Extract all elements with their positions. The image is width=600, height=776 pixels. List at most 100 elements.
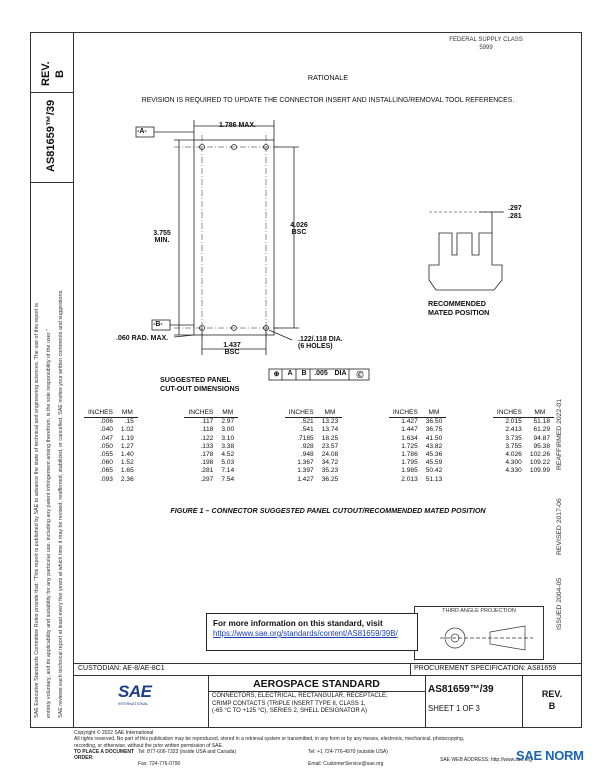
table-cell: 1.634 [401,434,418,442]
table-cell: 95.38 [533,442,550,450]
table-cell: 3.38 [221,442,235,450]
table-cell: .521 [300,418,314,426]
table-cell: 36.75 [425,426,443,434]
supply-class-note: FEDERAL SUPPLY CLASS 5999 [449,37,523,51]
height-dimension-min: 3.755 MIN. [153,230,171,244]
table-cell: 45.36 [425,451,443,459]
table-cell: 3.00 [221,426,235,434]
table-cell: 2.413 [505,426,522,434]
procurement-spec: PROCUREMENT SPECIFICATION: AS81659 [414,665,557,672]
table-cell: 94.87 [533,434,550,442]
document-title: CONNECTORS, ELECTRICAL, RECTANGULAR, REC… [212,693,388,714]
table-row [493,476,554,484]
footer: Copyright © 2022 SAE International All r… [74,730,465,768]
panel-cutout-drawing [135,120,504,381]
watermark: SAE NORM [516,748,584,763]
table-cell: 1.65 [120,467,134,475]
table-cell: 1.367 [297,459,314,467]
table-cell: 2.97 [221,418,235,426]
table-header: MM [421,409,447,419]
table-cell: .928 [300,442,314,450]
side-disclaimer-2: entirely voluntary, and its applicabilit… [46,329,52,718]
table-cell: .178 [200,451,214,459]
table-cell: .122 [200,434,214,442]
left-rev-label: REV. [40,61,52,86]
docnum-box-divider [30,182,74,183]
table-cell: 3.755 [505,442,522,450]
table-cell: 3.735 [505,434,522,442]
rev-box-divider [30,92,74,93]
sae-web-address[interactable]: SAE WEB ADDRESS: http://www.sae.org [440,757,532,763]
info-box-text: For more information on this standard, v… [213,619,383,628]
table-row: 2.015 51.18 [493,418,554,427]
table-cell: 1.427 [401,418,418,426]
sae-logo: SAE INTERNATIONAL [118,682,152,706]
table-header: INCHES [284,409,318,419]
table-cell: .040 [100,426,113,434]
rationale-title: RATIONALE [307,73,349,82]
left-rev-value: B [54,70,66,78]
table-header: INCHES [492,409,526,419]
figure-caption: FIGURE 1 – CONNECTOR SUGGESTED PANEL CUT… [170,506,486,515]
table-cell: 1.02 [120,426,134,434]
table-cell: .093 [100,475,113,483]
table-cell: 51.18 [533,418,550,426]
table-cell: 2.015 [505,418,522,426]
standard-link[interactable]: https://www.sae.org/standards/content/AS… [213,629,398,638]
holes-dimension: .122/.118 DIA. (6 HOLES) [298,336,343,350]
table-header: MM [317,409,343,419]
cutout-outline [193,139,275,336]
table-cell: 1.27 [120,442,134,450]
table-cell: 41.50 [425,434,443,442]
table-cell: 1.40 [120,451,134,459]
table-cell: .006 [100,418,113,426]
table-cell: .198 [200,459,214,467]
table-cell: 23.57 [321,442,339,450]
table-cell: 1.397 [297,467,314,475]
table-cell: 1.725 [401,442,418,450]
table-cell: .047 [100,434,113,442]
table-cell: 50.42 [425,467,443,475]
table-cell: .117 [200,418,214,426]
table-cell: 1.795 [401,459,418,467]
table-cell: .15 [124,418,134,426]
table-cell: 1.52 [120,459,134,467]
table-cell: 24.08 [321,451,339,459]
feature-control-frame: ⊕ A B .005 DIA Ⓒ [273,370,364,379]
table-cell: 18.25 [321,434,339,442]
sheet-number: SHEET 1 OF 3 [428,704,480,713]
table-cell: 34.72 [321,459,339,467]
table-cell: .133 [200,442,214,450]
panel-title: SUGGESTED PANEL CUT-OUT DIMENSIONS [160,375,240,393]
table-row: .006 .15 [84,418,138,427]
hole-spacing-dimension: 1.437 BSC [223,342,241,356]
table-cell: .541 [300,426,314,434]
title-doc-number: AS81659™/39 [428,684,494,695]
table-cell: 35.23 [321,467,339,475]
table-row: .065 1.65 [84,467,138,475]
table-cell [493,476,526,484]
left-doc-number: AS81659™/39 [45,99,57,172]
table-cell: 43.82 [425,442,443,450]
table-cell: .065 [100,467,113,475]
table-row: 3.735 94.87 [493,435,554,443]
height-dimension-bsc: 4.026 BSC [290,222,308,236]
table-cell: 102.26 [529,451,550,459]
projection-box: THIRD ANGLE PROJECTION [414,606,544,660]
